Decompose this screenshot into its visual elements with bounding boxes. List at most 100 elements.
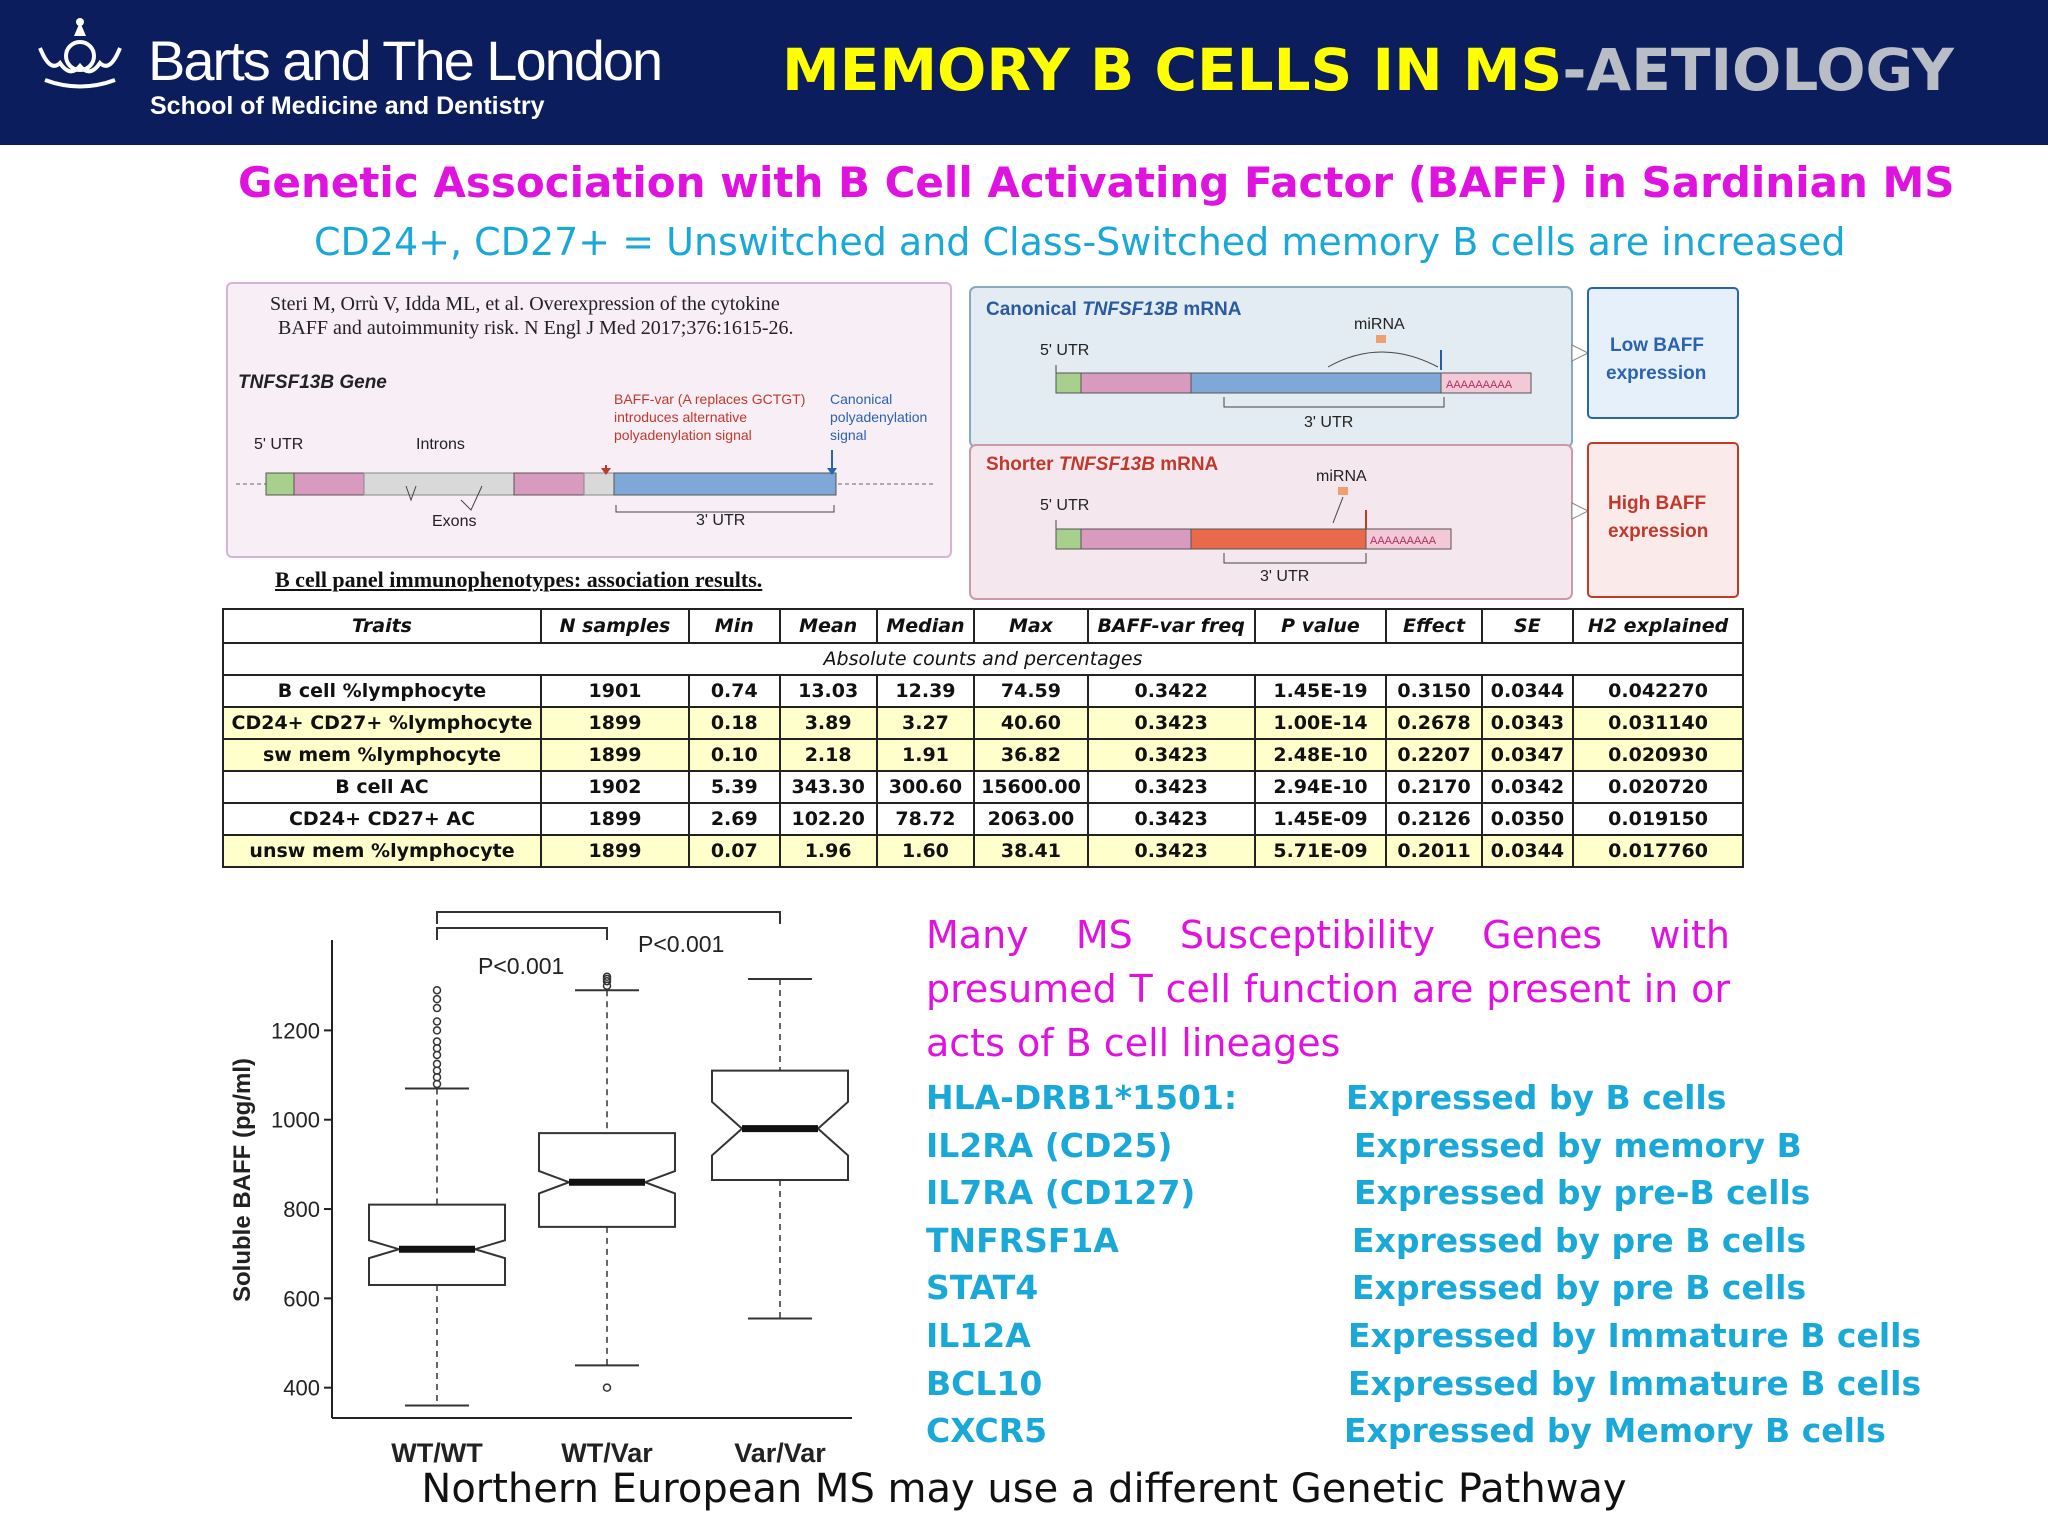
gene-name: CXCR5 <box>926 1411 1048 1451</box>
table-cell: 78.72 <box>875 802 976 836</box>
column-header: BAFF-var freq <box>1086 608 1256 644</box>
table-cell: 36.82 <box>973 738 1089 772</box>
gene-name: BCL10 <box>926 1363 1043 1403</box>
table-cell: 1901 <box>540 674 690 708</box>
y-tick-label: 1200 <box>271 1018 320 1043</box>
low-baff-label-2: expression <box>1606 363 1706 384</box>
table-cell: unsw mem %lymphocyte <box>222 834 542 868</box>
utr5-label-bottom: 5' UTR <box>1040 497 1089 514</box>
table-cell: 102.20 <box>778 802 878 836</box>
introns-label: Introns <box>416 436 465 453</box>
table-cell: CD24+ CD27+ AC <box>222 802 542 836</box>
gene-name: HLA-DRB1*1501: <box>926 1078 1238 1117</box>
table-cell: CD24+ CD27+ %lymphocyte <box>222 706 542 740</box>
gene-name: IL2RA (CD25) <box>926 1125 1173 1165</box>
significance-label: P<0.001 <box>638 931 724 957</box>
table-cell: 1.45E-09 <box>1253 802 1388 836</box>
ms-genes-paragraph: Many MS Susceptibility Genes with presum… <box>926 913 1730 1065</box>
table-cell: 1.91 <box>875 738 976 772</box>
gene-expression-note: Expressed by pre-B cells <box>1354 1173 1811 1213</box>
table-cell: 2.94E-10 <box>1253 770 1388 804</box>
column-header: Traits <box>222 608 542 644</box>
table-cell: 1.60 <box>875 834 976 868</box>
gene-name: IL7RA (CD127) <box>926 1173 1196 1213</box>
table-cell: 13.03 <box>778 674 878 708</box>
gene-name: STAT4 <box>926 1268 1039 1308</box>
column-header: Min <box>687 608 781 644</box>
table-cell: 0.18 <box>687 706 781 740</box>
x-category-label: WT/Var <box>561 1438 653 1468</box>
logo-subtitle: School of Medicine and Dentistry <box>150 92 545 120</box>
table-cell: 0.031140 <box>1572 706 1744 740</box>
table-cell: 0.3423 <box>1086 834 1256 868</box>
table-cell: 2063.00 <box>973 802 1089 836</box>
gene-expression-note: Expressed by memory B <box>1354 1125 1802 1165</box>
notched-box <box>368 1203 506 1286</box>
polya-top: AAAAAAAAA <box>1446 379 1513 391</box>
table-cell: 2.18 <box>778 738 878 772</box>
gene-expression-note: Expressed by B cells <box>1346 1078 1727 1117</box>
citation-line-2: BAFF and autoimmunity risk. N Engl J Med… <box>278 317 794 339</box>
table-header-row: Traits N samples Min Mean Median Max BAF… <box>222 608 1744 644</box>
table-cell: 15600.00 <box>973 770 1089 804</box>
table-subheader: Absolute counts and percentages <box>222 643 1744 676</box>
table-cell: 0.019150 <box>1572 802 1744 836</box>
table-cell: 0.0350 <box>1480 802 1575 836</box>
y-tick-label: 800 <box>283 1197 320 1222</box>
gene-name: IL12A <box>926 1316 1031 1355</box>
gene-expression-note: Expressed by Memory B cells <box>1344 1411 1886 1451</box>
low-baff-label-1: Low BAFF <box>1610 335 1704 356</box>
table-cell: 1899 <box>540 834 690 868</box>
footer-note: Northern European MS may use a different… <box>421 1466 1627 1512</box>
table-cell: 0.07 <box>687 834 781 868</box>
significance-label: P<0.001 <box>478 953 564 979</box>
column-header: H2 explained <box>1572 608 1744 644</box>
column-header: Effect <box>1385 608 1483 644</box>
table-cell: 0.042270 <box>1572 674 1744 708</box>
significance-bracket <box>436 927 608 940</box>
y-tick-label: 1000 <box>271 1108 320 1133</box>
utr3-label-top: 3' UTR <box>1304 414 1353 431</box>
table-cell: 1.00E-14 <box>1253 706 1388 740</box>
shorter-mrna-title: Shorter TNFSF13B mRNA <box>986 454 1219 475</box>
table-cell: 0.3423 <box>1086 706 1256 740</box>
baff-var-note-3: polyadenylation signal <box>614 427 752 443</box>
table-cell: 0.2011 <box>1385 834 1483 868</box>
y-tick-label: 400 <box>283 1376 320 1401</box>
table-cell: 5.71E-09 <box>1253 834 1388 868</box>
table-cell: 3.27 <box>875 706 976 740</box>
column-header: P value <box>1253 608 1388 644</box>
column-header: SE <box>1480 608 1575 644</box>
exons-label: Exons <box>432 513 476 530</box>
significance-bracket <box>436 911 781 924</box>
utr3-label: 3' UTR <box>696 512 745 529</box>
mrna-diagram: Canonical TNFSF13B mRNA miRNA 5' UTR AAA… <box>969 286 1739 600</box>
table-cell: B cell %lymphocyte <box>222 674 542 708</box>
table-cell: 3.89 <box>778 706 878 740</box>
column-header: Median <box>875 608 976 644</box>
table-cell: 0.74 <box>687 674 781 708</box>
gene-expression-note: Expressed by Immature B cells <box>1348 1316 1922 1355</box>
table-cell: 0.0342 <box>1480 770 1575 804</box>
outlier-point <box>432 1017 442 1026</box>
utr3-label-bottom: 3' UTR <box>1260 568 1309 585</box>
high-baff-label-1: High BAFF <box>1608 493 1706 514</box>
gene-title: TNFSF13B Gene <box>238 372 387 393</box>
table-subheader-row: Absolute counts and percentages <box>222 643 1744 676</box>
polya-bottom: AAAAAAAAA <box>1370 535 1437 547</box>
table-body: Absolute counts and percentages B cell %… <box>222 643 1744 868</box>
utr5-label: 5' UTR <box>254 436 303 453</box>
outlier-point <box>432 994 442 1004</box>
canonical-note-2: polyadenylation <box>830 409 927 425</box>
column-header: Mean <box>778 608 878 644</box>
table-cell: 1899 <box>540 802 690 836</box>
table-cell: 12.39 <box>875 674 976 708</box>
page-title: MEMORY B CELLS IN MS-AETIOLOGY <box>782 36 1954 104</box>
outlier-point <box>432 1026 442 1035</box>
panel-header: B cell panel immunophenotypes: associati… <box>275 567 763 592</box>
outlier-point <box>602 1383 612 1392</box>
